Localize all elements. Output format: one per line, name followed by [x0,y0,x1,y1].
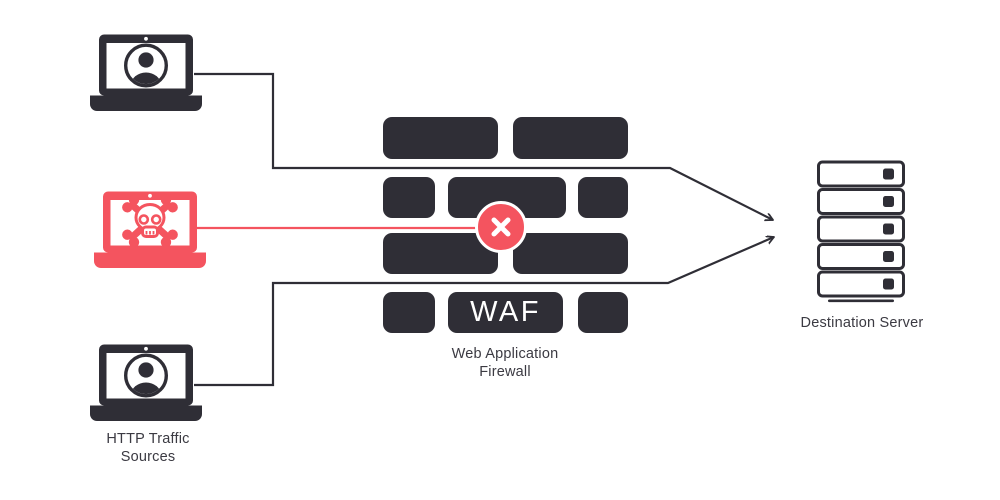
server-stack-icon [817,160,905,303]
user-icon [124,353,168,398]
traffic-line-bottom [194,237,774,387]
server-unit [817,270,905,298]
traffic-line-top [194,72,773,220]
firewall-brick [513,233,628,274]
webcam-dot [144,36,148,41]
user-icon [124,43,168,88]
firewall-brick [578,292,628,333]
server-base-line [828,299,894,303]
waf-brick: WAF [448,292,563,333]
firewall-brick [513,117,628,159]
sources-label: HTTP Traffic Sources [106,431,190,465]
laptop-source-malicious [94,191,206,268]
blocked-x-icon [475,201,527,253]
firewall-brick [383,117,498,159]
firewall-brick [578,177,628,218]
server-unit [817,188,905,215]
laptop-source-top [90,34,202,111]
destination-server-label: Destination Server [800,315,924,331]
webcam-dot [144,346,148,351]
firewall-brick [383,177,435,218]
server-unit [817,243,905,270]
firewall-brick [383,292,435,333]
x-glyph [491,217,511,237]
webcam-dot [148,193,152,198]
server-unit [817,160,905,188]
skull-crossbones-icon [122,194,178,248]
server-unit [817,215,905,243]
laptop-source-bottom [90,344,202,421]
waf-label: WAF [470,296,541,328]
firewall-label: Web Application Firewall [451,346,559,380]
